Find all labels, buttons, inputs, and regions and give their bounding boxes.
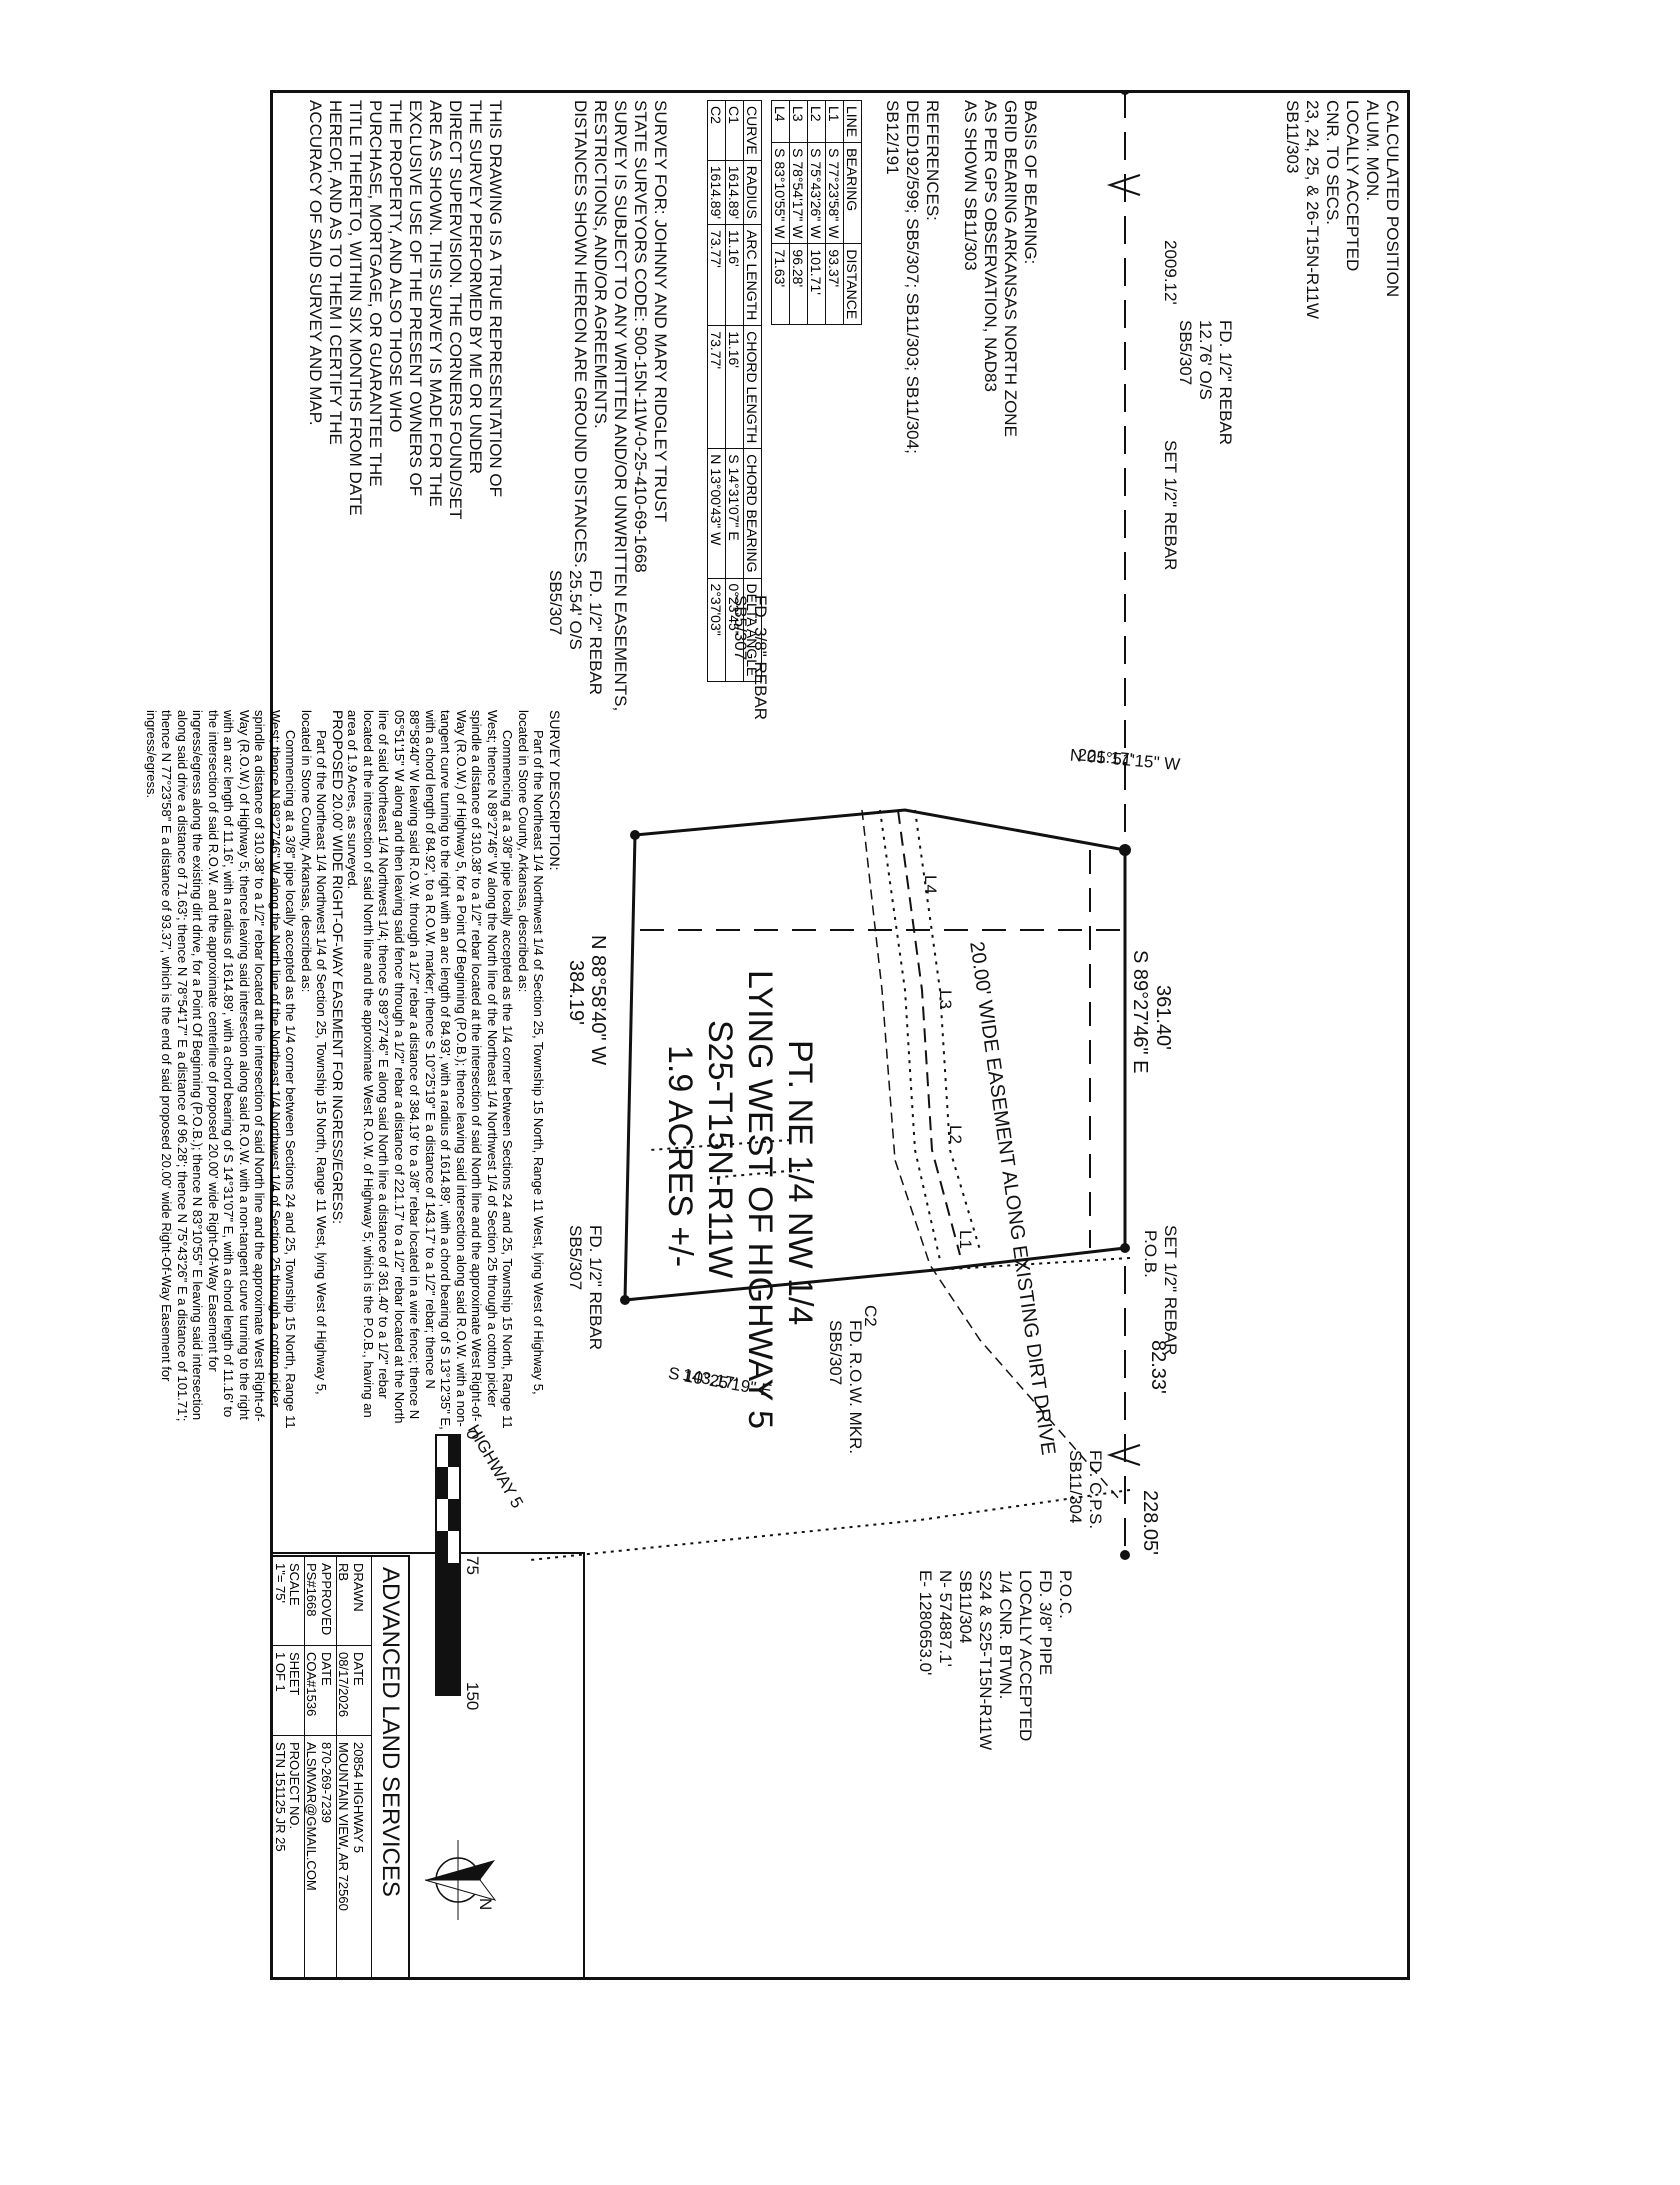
easement-centerline <box>897 809 961 1256</box>
rebar-marker <box>630 830 640 840</box>
poc-marker <box>1120 1550 1130 1560</box>
fence-line <box>634 809 906 836</box>
scale-bar-graphic <box>435 1434 461 1696</box>
sheet-border <box>270 90 1410 1980</box>
row-line <box>529 1489 1131 1561</box>
north-label: N <box>476 1898 495 1911</box>
calc-position-marker <box>1120 90 1130 95</box>
break-mark <box>1106 174 1141 196</box>
easement-edge <box>879 809 941 1261</box>
power-line <box>861 809 1121 1501</box>
company-name: ADVANCED LAND SERVICES <box>377 1567 404 1897</box>
drawing-rotated: PT. NE 1/4 NW 1/4 LYING WEST OF HIGHWAY … <box>144 90 1410 1980</box>
easement-edge <box>914 809 981 1251</box>
rebar-marker <box>1120 1243 1130 1253</box>
north-arrow-icon <box>424 1840 497 1920</box>
title-block: ADVANCED LAND SERVICES DRAWN DATE 20854 … <box>271 1555 410 1979</box>
plat-drawing <box>529 90 1141 1561</box>
break-mark <box>1106 1444 1141 1466</box>
row-line <box>624 1257 1131 1301</box>
rebar-marker <box>620 1295 630 1305</box>
rebar-marker <box>1119 844 1131 856</box>
